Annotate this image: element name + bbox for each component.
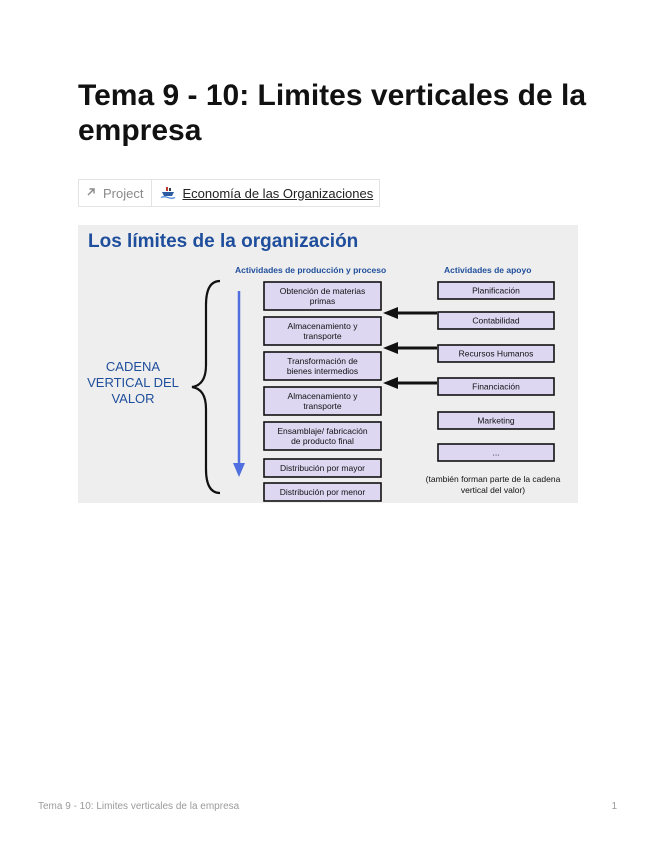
production-box-5-label: Ensamblaje/ fabricación: [277, 426, 368, 436]
page-title: Tema 9 - 10: Limites verticales de la em…: [78, 79, 587, 147]
support-box-4: Financiación: [437, 377, 555, 396]
support-arrow-2: [383, 342, 437, 354]
chain-label-line-2: VERTICAL DEL: [87, 375, 179, 390]
production-box-5-label: de producto final: [291, 436, 354, 446]
production-box-3-label: bienes intermedios: [287, 366, 358, 376]
support-box-5-label: Marketing: [477, 416, 515, 426]
ship-icon: [160, 184, 176, 203]
support-box-1: Planificación: [437, 281, 555, 300]
curly-brace: [191, 279, 221, 495]
value-chain-diagram: Los límites de la organización Actividad…: [87, 231, 561, 502]
support-box-5: Marketing: [437, 411, 555, 430]
support-arrow-1: [383, 307, 437, 319]
property-row: Project Economía de las Organizaciones: [78, 179, 381, 207]
footer-title: Tema 9 - 10: Limites verticales de la em…: [38, 801, 240, 812]
production-box-4-label: transporte: [303, 401, 342, 411]
production-box-6-label: Distribución por mayor: [280, 463, 365, 473]
production-header: Actividades de producción y proceso: [235, 265, 386, 275]
page-number: 1: [611, 801, 617, 812]
support-box-6-label: ...: [492, 448, 499, 458]
support-box-2-label: Contabilidad: [472, 316, 520, 326]
production-box-2-label: transporte: [303, 331, 342, 341]
figure-heading: Los límites de la organización: [88, 231, 358, 252]
support-box-1-label: Planificación: [472, 286, 520, 296]
production-box-3-label: Transformación de: [287, 356, 358, 366]
support-note-line-2: vertical del valor): [461, 485, 525, 495]
production-box-7: Distribución por menor: [263, 482, 382, 502]
production-box-1-label: primas: [310, 296, 336, 306]
property-key: Project: [79, 180, 153, 206]
support-box-3: Recursos Humanos: [437, 344, 555, 363]
support-box-2: Contabilidad: [437, 311, 555, 330]
production-box-2-label: Almacenamiento y: [288, 321, 359, 331]
chain-label-line-1: CADENA: [106, 359, 161, 374]
support-box-4-label: Financiación: [472, 382, 520, 392]
chain-label-line-3: VALOR: [111, 391, 154, 406]
production-box-4-label: Almacenamiento y: [288, 391, 359, 401]
production-box-1-label: Obtención de materias: [280, 286, 366, 296]
support-header: Actividades de apoyo: [444, 265, 531, 275]
value-chain-figure: Los límites de la organización Actividad…: [78, 225, 578, 503]
project-link[interactable]: Economía de las Organizaciones: [182, 185, 374, 201]
production-box-7-label: Distribución por menor: [280, 487, 366, 497]
support-box-6: ...: [437, 443, 555, 462]
property-key-label: Project: [103, 185, 144, 201]
property-value[interactable]: Economía de las Organizaciones: [152, 180, 379, 206]
arrow-up-right-icon: [85, 186, 97, 201]
support-arrow-3: [383, 377, 437, 389]
support-note-line-1: (también forman parte de la cadena: [426, 474, 561, 484]
page-footer: Tema 9 - 10: Limites verticales de la em…: [38, 801, 617, 812]
production-box-6: Distribución por mayor: [263, 458, 382, 478]
support-box-3-label: Recursos Humanos: [459, 349, 534, 359]
flow-arrow-head: [233, 463, 245, 477]
